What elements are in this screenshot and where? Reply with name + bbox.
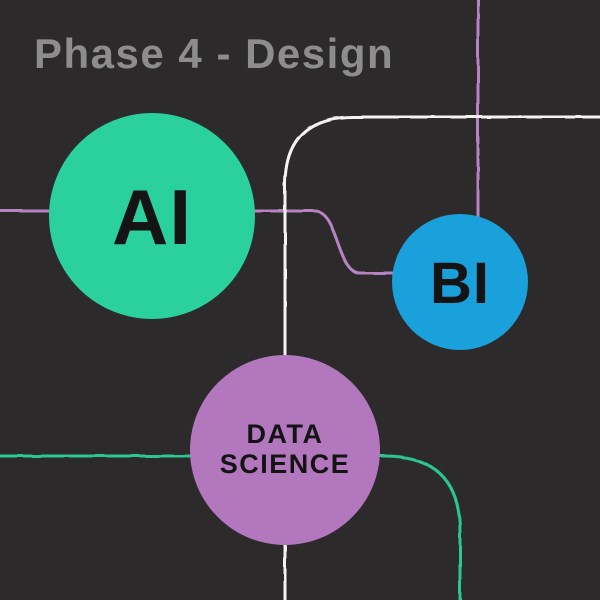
bi-node-label: BI — [430, 251, 490, 316]
ai-node-label: AI — [112, 173, 192, 261]
connector-purple-horizontal — [0, 209, 398, 275]
connector-white-elbow — [283, 115, 600, 600]
page-title: Phase 4 - Design — [34, 30, 394, 77]
data-science-node — [190, 355, 380, 545]
nodes-layer: AI BI DATA SCIENCE — [49, 113, 528, 545]
connector-green-elbow — [0, 454, 462, 600]
bi-node — [392, 214, 528, 350]
data-science-node-label-line2: SCIENCE — [220, 449, 351, 479]
data-science-node-label-line1: DATA — [247, 419, 324, 449]
ai-node — [49, 113, 255, 319]
